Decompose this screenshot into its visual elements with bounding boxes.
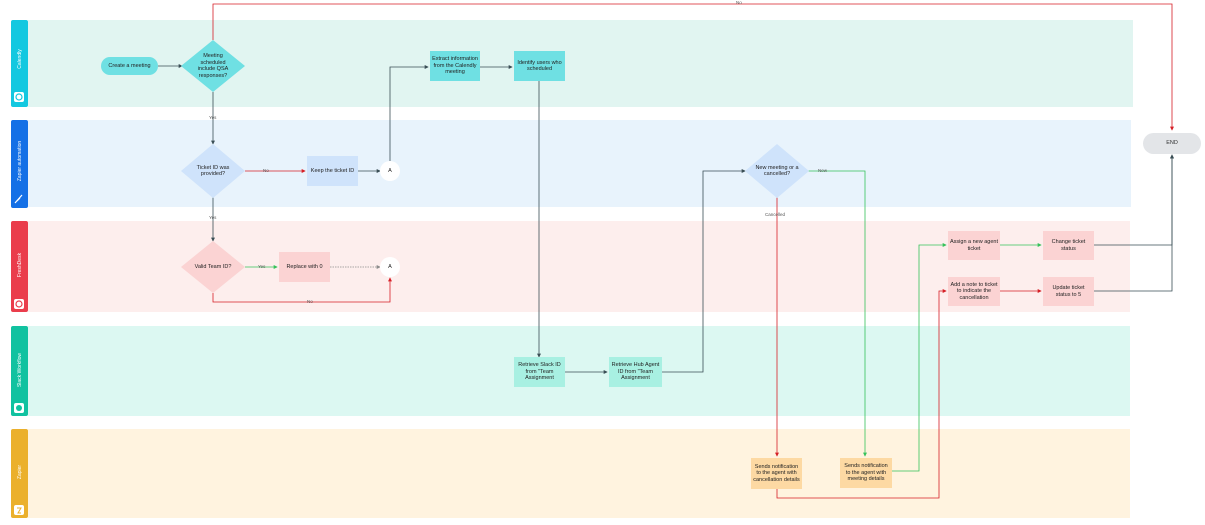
edge-new	[808, 170, 867, 457]
lane-freshdesk-header	[11, 221, 28, 312]
node-create-meeting[interactable]	[101, 57, 158, 75]
node-assign-agent[interactable]	[948, 231, 1000, 260]
node-new-or-cancel[interactable]	[745, 144, 809, 198]
node-send-new[interactable]	[840, 458, 892, 488]
edge-hub-decision	[662, 169, 746, 373]
node-end[interactable]	[1143, 133, 1201, 154]
swimlanes	[11, 20, 1133, 518]
node-identify-users[interactable]	[514, 51, 565, 81]
node-send-cancel[interactable]	[751, 458, 802, 489]
edge-update-end	[1094, 154, 1174, 292]
node-retrieve-slack[interactable]	[514, 357, 565, 387]
lane-zapier2-header	[11, 429, 28, 518]
lane-zapier-header	[11, 120, 28, 208]
edge-no-valid	[212, 277, 392, 303]
node-valid-team[interactable]	[181, 241, 245, 293]
node-connector-a1[interactable]	[380, 161, 400, 181]
node-extract-info[interactable]	[430, 51, 480, 81]
edge-a-extract	[389, 65, 429, 161]
nodes	[101, 40, 1201, 489]
node-ticket-provided[interactable]	[181, 144, 245, 198]
node-meeting-scheduled[interactable]	[181, 40, 245, 92]
lane-calendly-header	[11, 20, 28, 107]
node-connector-a2[interactable]	[380, 257, 400, 277]
edge-sendnew-assign	[892, 243, 947, 472]
lane-slack-header	[11, 326, 28, 416]
lane-icons	[14, 92, 24, 515]
edge-sendcancel-note	[776, 289, 947, 499]
node-change-status[interactable]	[1043, 231, 1094, 260]
node-retrieve-hub[interactable]	[609, 357, 662, 387]
zapier-icon	[14, 194, 23, 204]
edge-no-top	[212, 3, 1174, 131]
lane-zapier2-bg	[28, 429, 1130, 518]
node-add-note[interactable]	[948, 277, 1000, 306]
lane-slack-bg	[28, 326, 1130, 416]
node-replace[interactable]	[279, 252, 330, 282]
node-keep-ticket[interactable]	[307, 156, 358, 186]
node-update-status[interactable]	[1043, 277, 1094, 306]
connectors	[158, 3, 1174, 499]
